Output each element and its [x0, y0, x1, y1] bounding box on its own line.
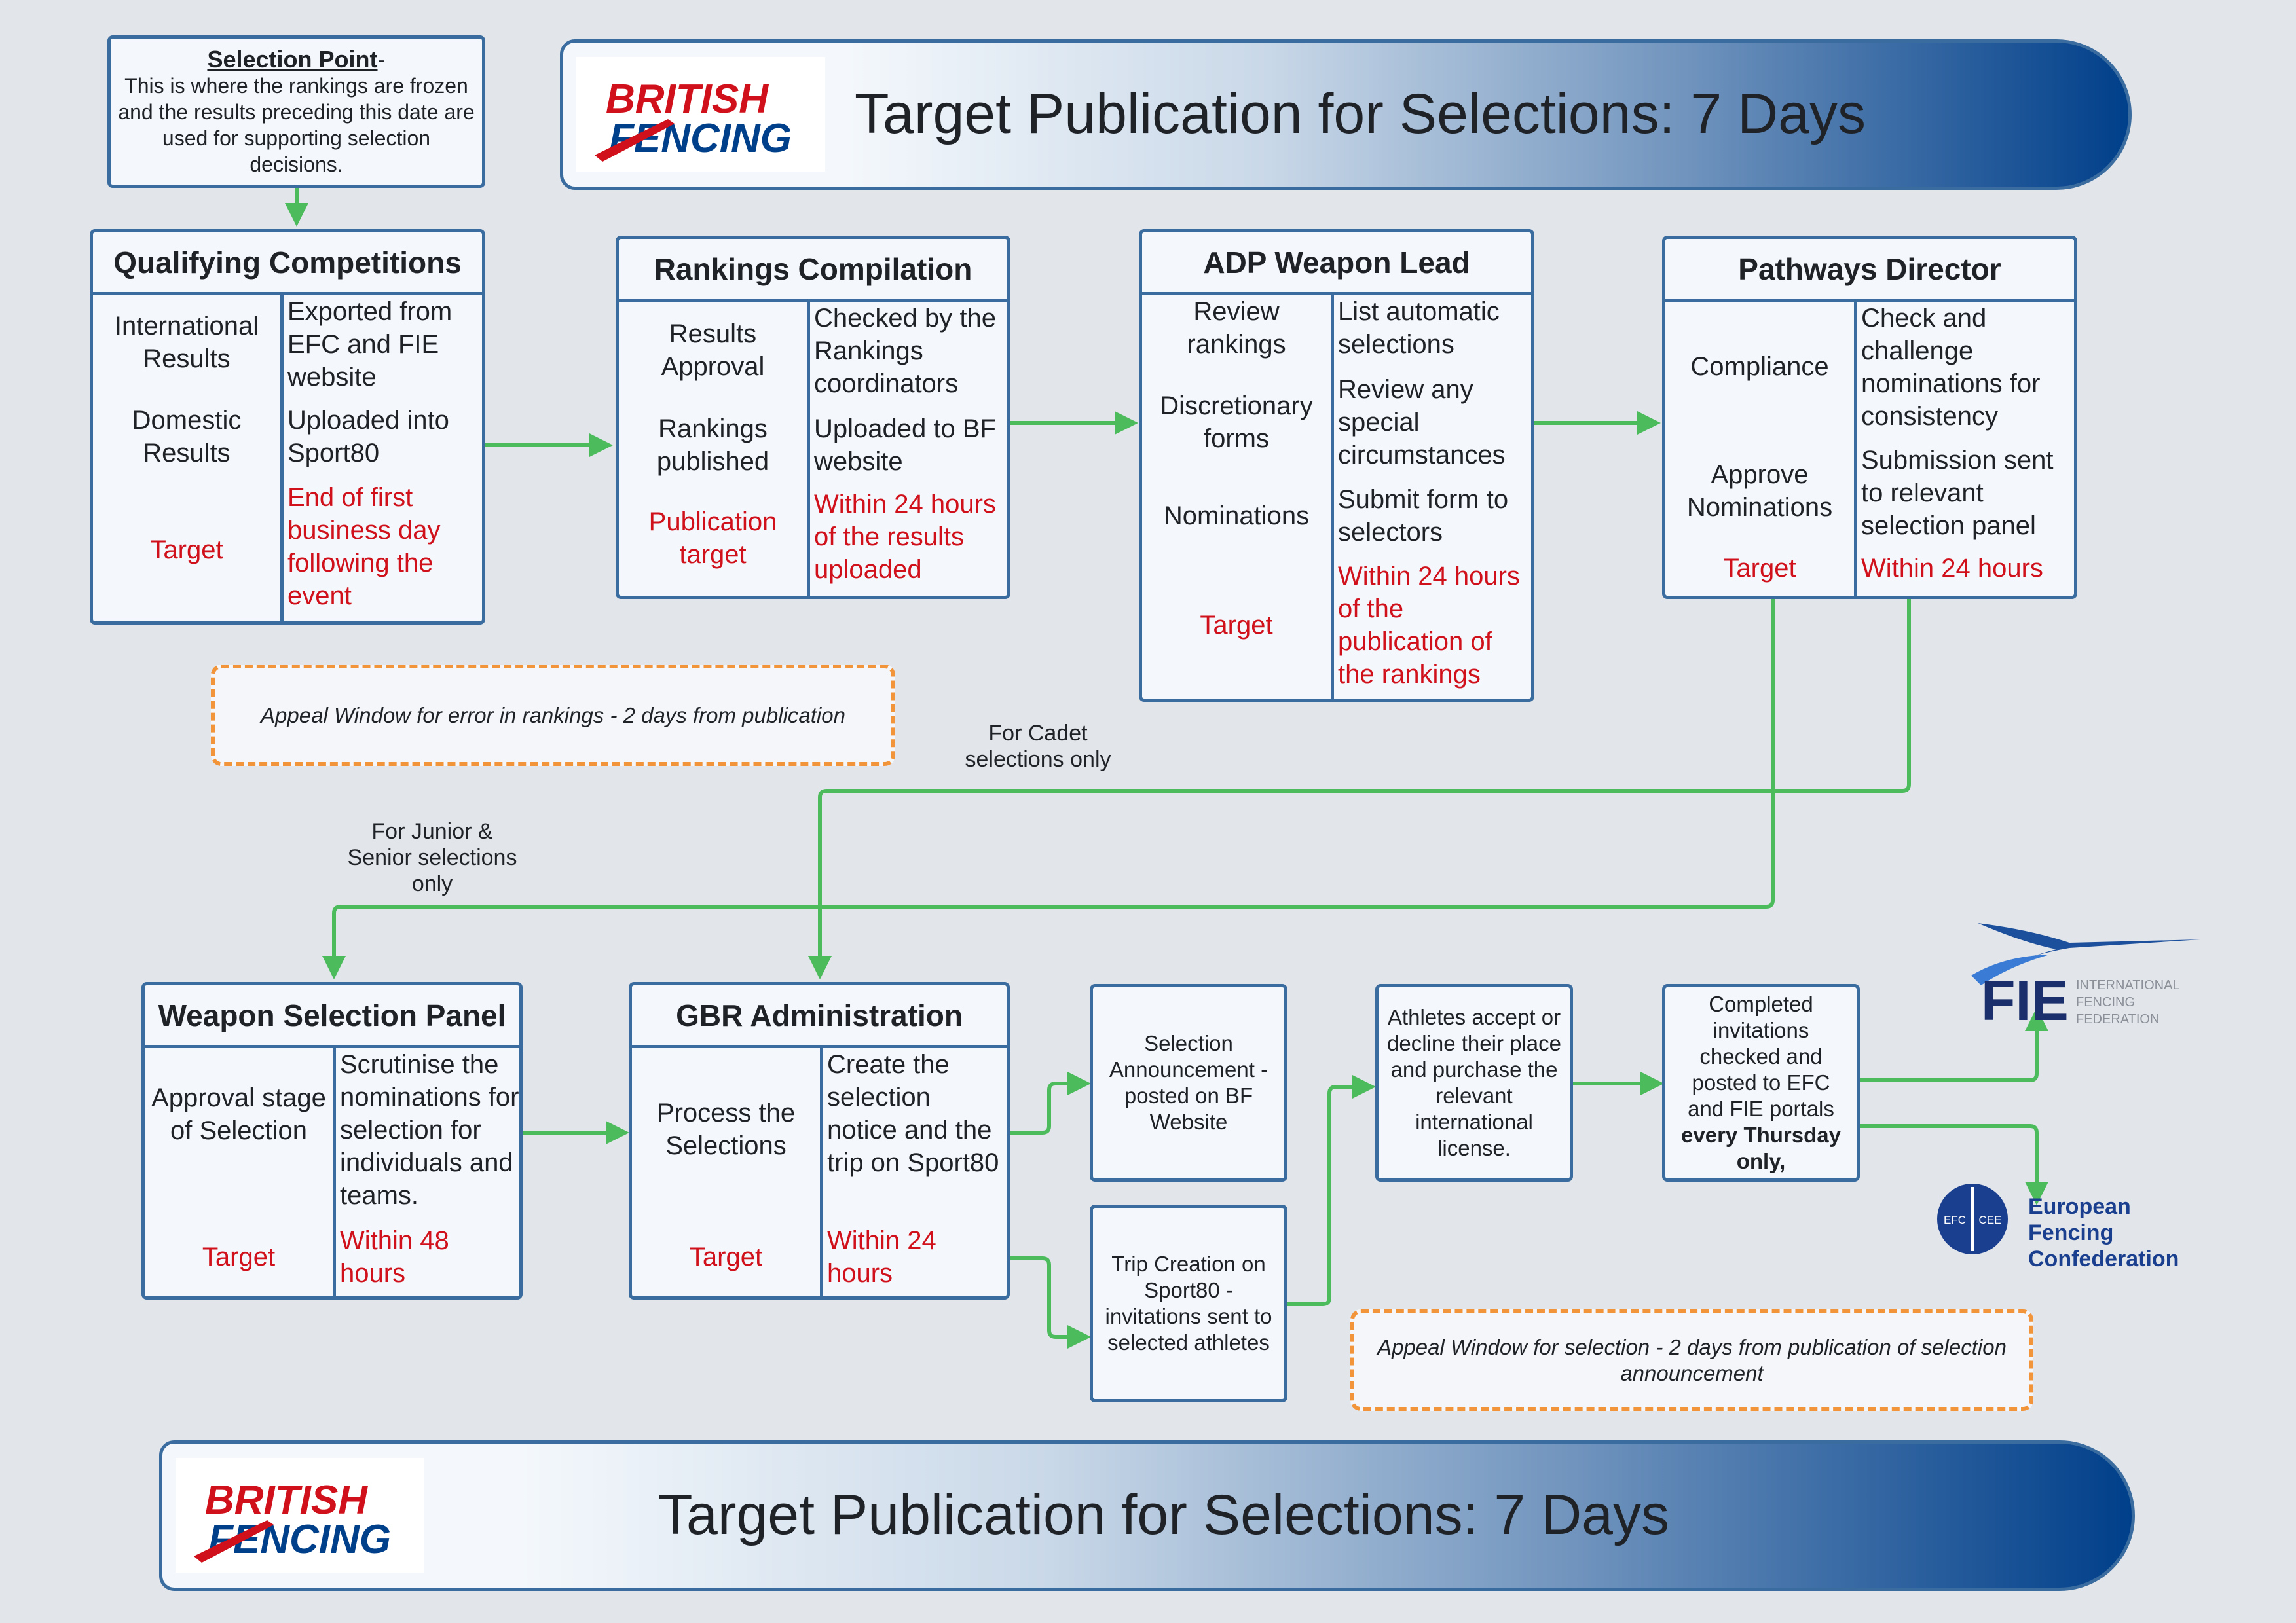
gbr-value-target: Within 24 hours [827, 1226, 936, 1288]
page-title: Target Publication for Selections: 7 Day… [855, 82, 1866, 145]
svg-text:BRITISH: BRITISH [606, 77, 769, 122]
british-fencing-logo-mark: BRITISH FENCING [595, 77, 792, 162]
arrow-gbr-to-announcement [1009, 1072, 1091, 1135]
adp-weapon-lead-table: ADP Weapon Lead Review rankings List aut… [1139, 229, 1534, 702]
pathways-value-compliance: Check and challenge nominations for cons… [1861, 304, 2041, 431]
page-title-bottom: Target Publication for Selections: 7 Day… [658, 1484, 1670, 1546]
selection-announcement-box: Selection Announcement - posted on BF We… [1090, 984, 1287, 1182]
adp-value-nominations: Submit form to selectors [1338, 485, 1509, 547]
arrow-gbr-to-trip [1009, 1256, 1091, 1349]
qualifying-title: Qualifying Competitions [93, 232, 482, 295]
pathways-value-approve: Submission sent to relevant selection pa… [1861, 446, 2054, 540]
adp-label-target: Target [1200, 611, 1273, 640]
pathways-label-approve: Approve Nominations [1686, 460, 1833, 522]
pathways-director-table: Pathways Director Compliance Check and c… [1662, 236, 2077, 599]
rankings-value-target: Within 24 hours of the results uploaded [814, 490, 996, 584]
rankings-label-target: Publication target [648, 507, 777, 569]
bottom-banner: BRITISH FENCING Target Publication for S… [159, 1440, 2135, 1591]
arrow-trip-to-athletes [1287, 1075, 1376, 1306]
pathways-title: Pathways Director [1665, 239, 2074, 302]
note-cadet-selections: For Cadet selections only [965, 721, 1111, 772]
svg-text:EFC: EFC [1944, 1214, 1966, 1226]
gbr-label-process: Process the Selections [656, 1099, 796, 1160]
note-junior-senior-selections: For Junior & Senior selections only [347, 819, 517, 896]
weapon-selection-panel-table: Weapon Selection Panel Approval stage of… [141, 982, 523, 1300]
appeal-window-rankings: Appeal Window for error in rankings - 2 … [211, 665, 895, 766]
british-fencing-logo: BRITISH FENCING [576, 57, 825, 172]
pathways-label-compliance: Compliance [1690, 352, 1829, 381]
qualifying-value-international: Exported from EFC and FIE website [287, 297, 453, 392]
svg-text:CEE: CEE [1979, 1214, 2002, 1226]
efc-seal-icon: EFC CEE [1937, 1184, 2008, 1254]
arrow-completed-to-fie [1860, 1008, 2048, 1082]
fie-abbr: FIE [1981, 970, 2069, 1032]
weapon-panel-value-target: Within 48 hours [340, 1226, 449, 1288]
completed-invitations-text: Completed invitations checked and posted… [1681, 992, 1841, 1173]
qualifying-value-target: End of first business day following the … [287, 483, 441, 610]
completed-invitations-box: Completed invitations checked and posted… [1662, 984, 1860, 1182]
rankings-title: Rankings Compilation [619, 239, 1007, 302]
rankings-compilation-table: Rankings Compilation Results Approval Ch… [616, 236, 1010, 599]
adp-value-target: Within 24 hours of the publication of th… [1338, 562, 1520, 689]
gbr-value-process: Create the selection notice and the trip… [827, 1050, 999, 1177]
rankings-value-published: Uploaded to BF website [814, 414, 996, 476]
qualifying-competitions-table: Qualifying Competitions International Re… [90, 229, 485, 625]
weapon-panel-title: Weapon Selection Panel [145, 985, 519, 1048]
selection-point-box: Selection Point- This is where the ranki… [107, 35, 485, 188]
appeal-window-selection: Appeal Window for selection - 2 days fro… [1350, 1309, 2033, 1411]
top-banner: BRITISH FENCING Target Publication for S… [560, 39, 2132, 190]
rankings-label-published: Rankings published [656, 414, 769, 476]
qualifying-label-domestic: Domestic Results [132, 406, 242, 467]
british-fencing-logo: BRITISH FENCING [176, 1458, 424, 1573]
adp-value-review: List automatic selections [1338, 297, 1500, 359]
rankings-value-approval: Checked by the Rankings coordinators [814, 304, 996, 398]
gbr-administration-table: GBR Administration Process the Selection… [629, 982, 1010, 1300]
adp-label-discretionary: Discretionary forms [1160, 392, 1313, 453]
selection-point-heading: Selection Point- [207, 46, 386, 73]
arrow-completed-to-efc [1860, 1124, 2048, 1205]
adp-label-review: Review rankings [1187, 297, 1286, 359]
arrow-pathways-to-gbr-cadet [808, 596, 1911, 979]
adp-title: ADP Weapon Lead [1142, 232, 1531, 295]
british-fencing-logo-mark: BRITISH FENCING [194, 1478, 391, 1563]
adp-value-discretionary: Review any special circumstances [1338, 375, 1506, 469]
qualifying-label-target: Target [150, 536, 223, 564]
qualifying-value-domestic: Uploaded into Sport80 [287, 406, 449, 467]
weapon-panel-label-target: Target [202, 1243, 276, 1271]
pathways-label-target: Target [1723, 554, 1796, 583]
weapon-panel-value-approval: Scrutinise the nominations for selection… [340, 1050, 519, 1210]
pathways-value-target: Within 24 hours [1861, 554, 2043, 583]
trip-creation-box: Trip Creation on Sport80 - invitations s… [1090, 1205, 1287, 1402]
selection-point-text: This is where the rankings are frozen an… [118, 74, 475, 176]
svg-text:BRITISH: BRITISH [205, 1478, 368, 1523]
gbr-title: GBR Administration [632, 985, 1007, 1048]
weapon-panel-label-approval: Approval stage of Selection [151, 1084, 326, 1145]
adp-label-nominations: Nominations [1163, 501, 1310, 530]
athletes-accept-box: Athletes accept or decline their place a… [1375, 984, 1573, 1182]
fie-fencer-icon [1971, 923, 2200, 985]
rankings-label-approval: Results Approval [661, 319, 765, 381]
arrow-pathways-to-weapon-panel [322, 596, 1775, 979]
qualifying-label-international: International Results [114, 312, 259, 373]
gbr-label-target: Target [689, 1243, 763, 1271]
